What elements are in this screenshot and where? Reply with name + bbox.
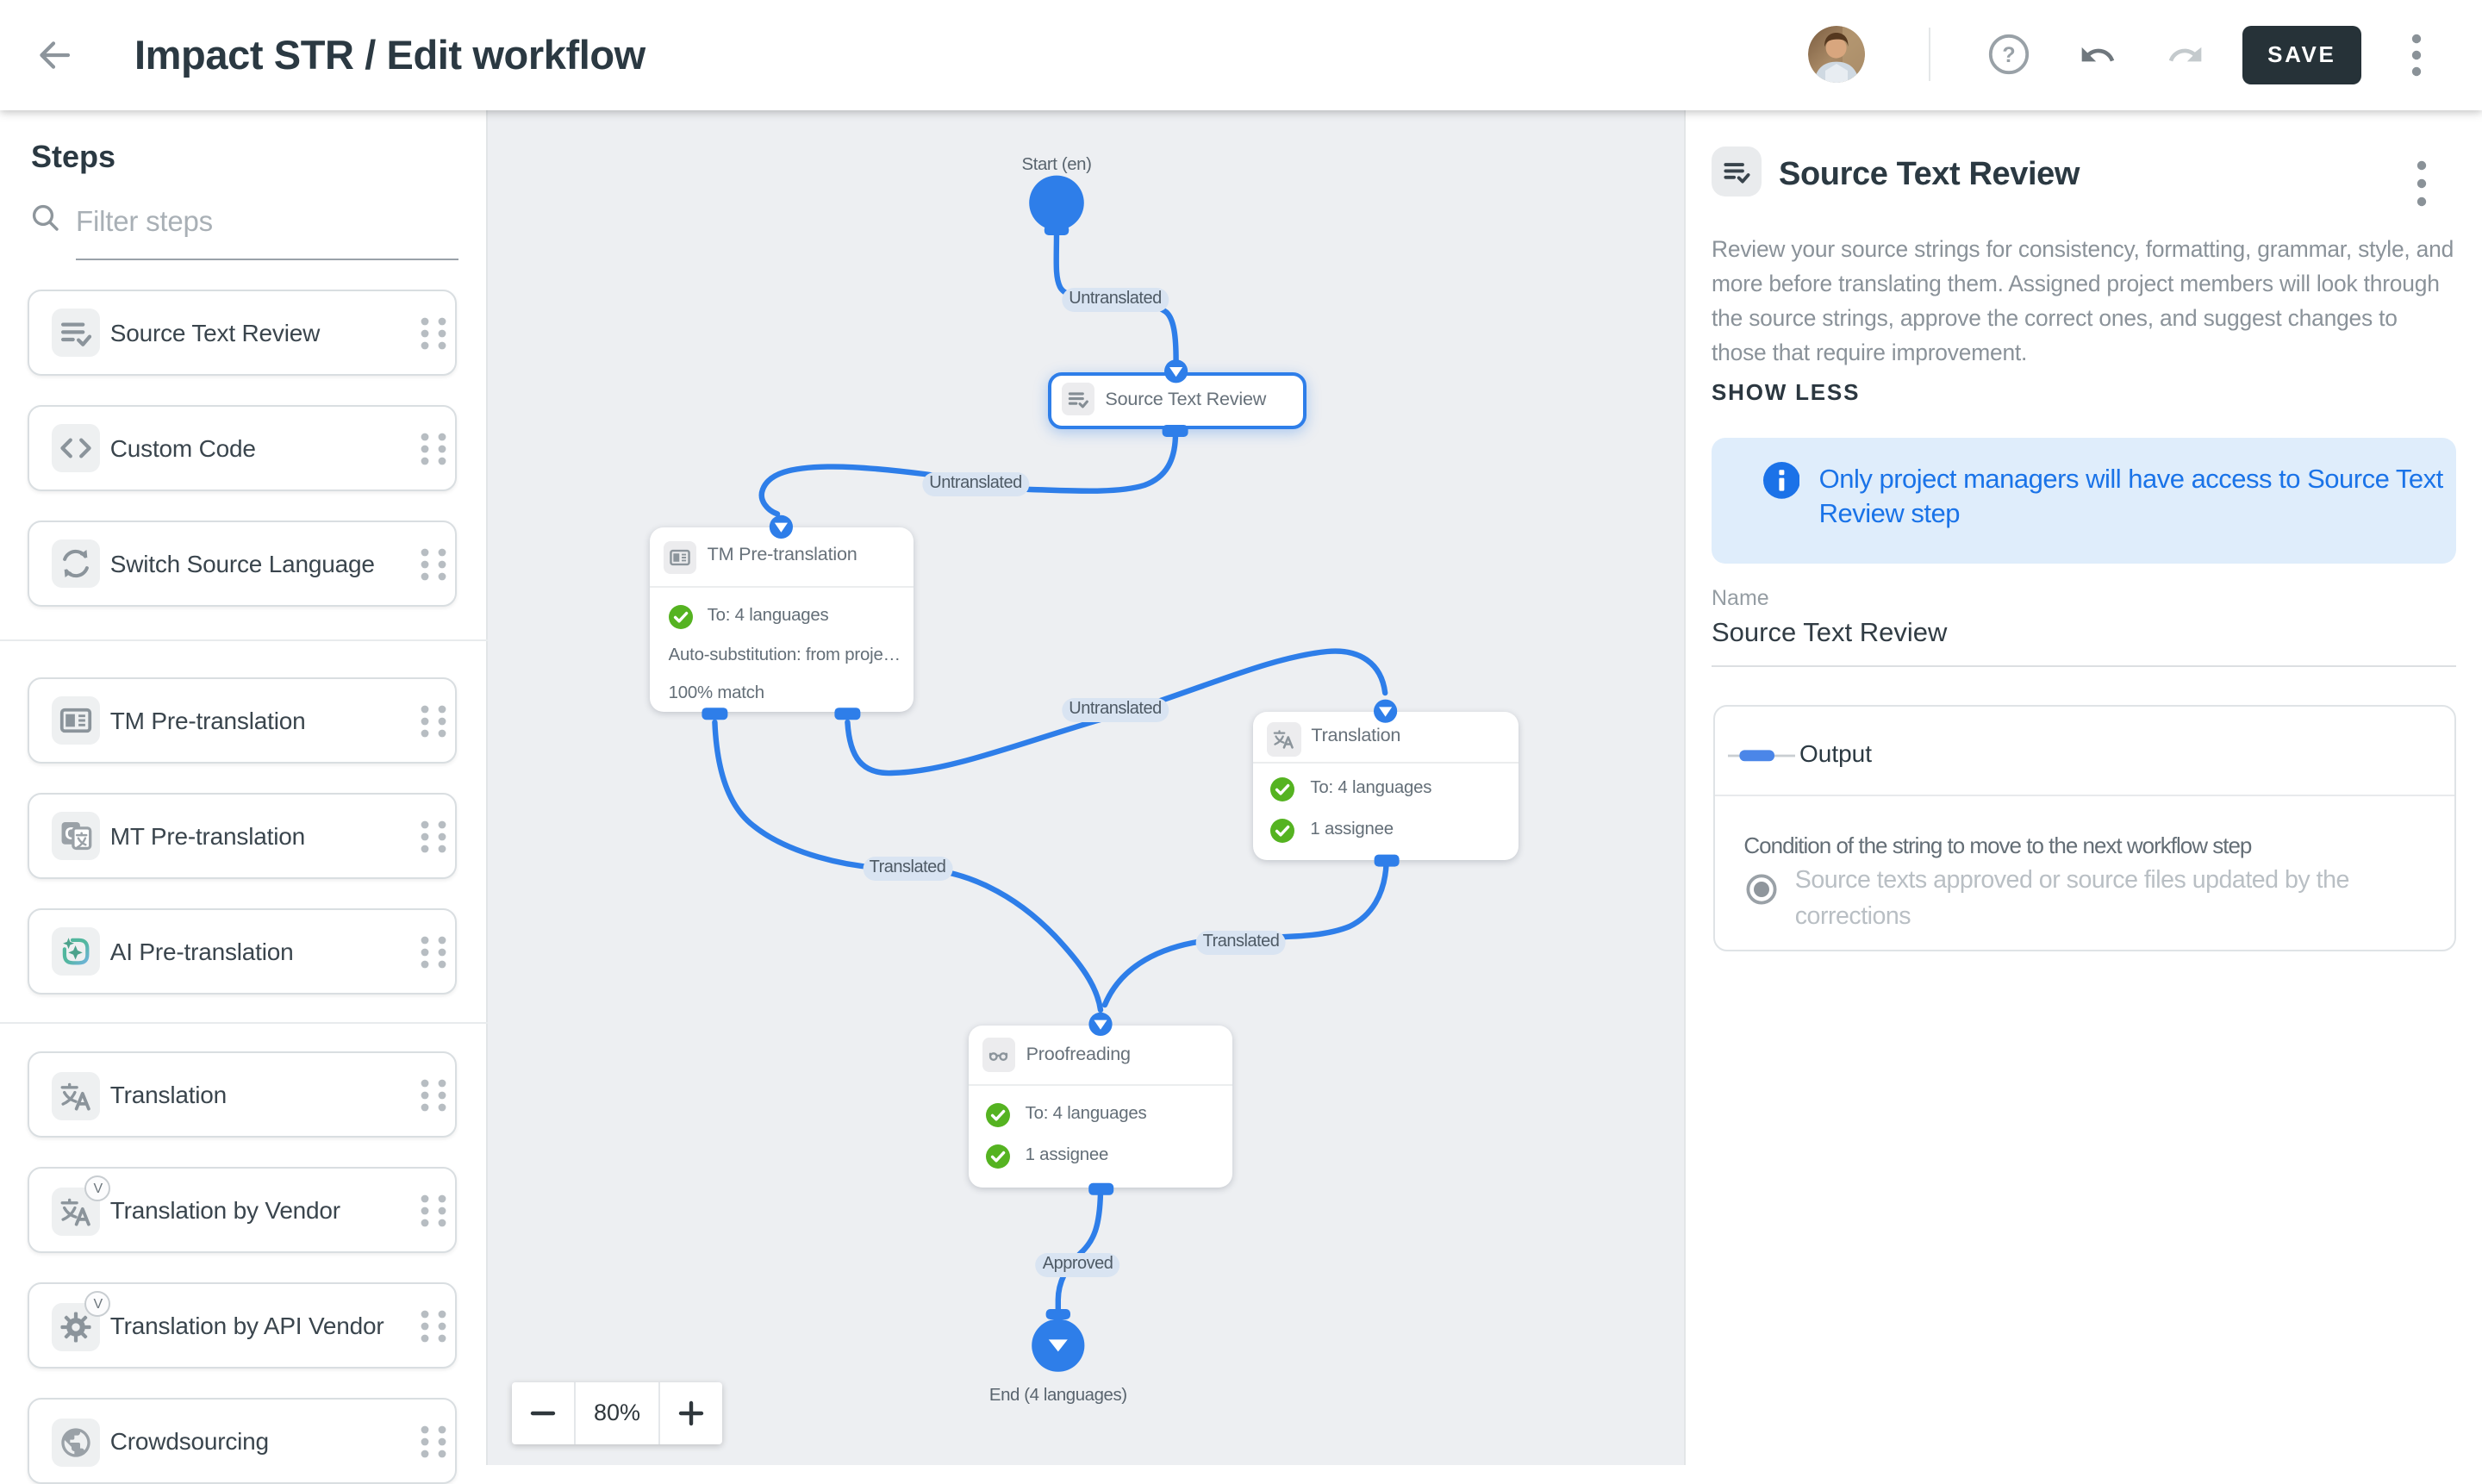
svg-text:?: ?	[2002, 43, 2015, 67]
